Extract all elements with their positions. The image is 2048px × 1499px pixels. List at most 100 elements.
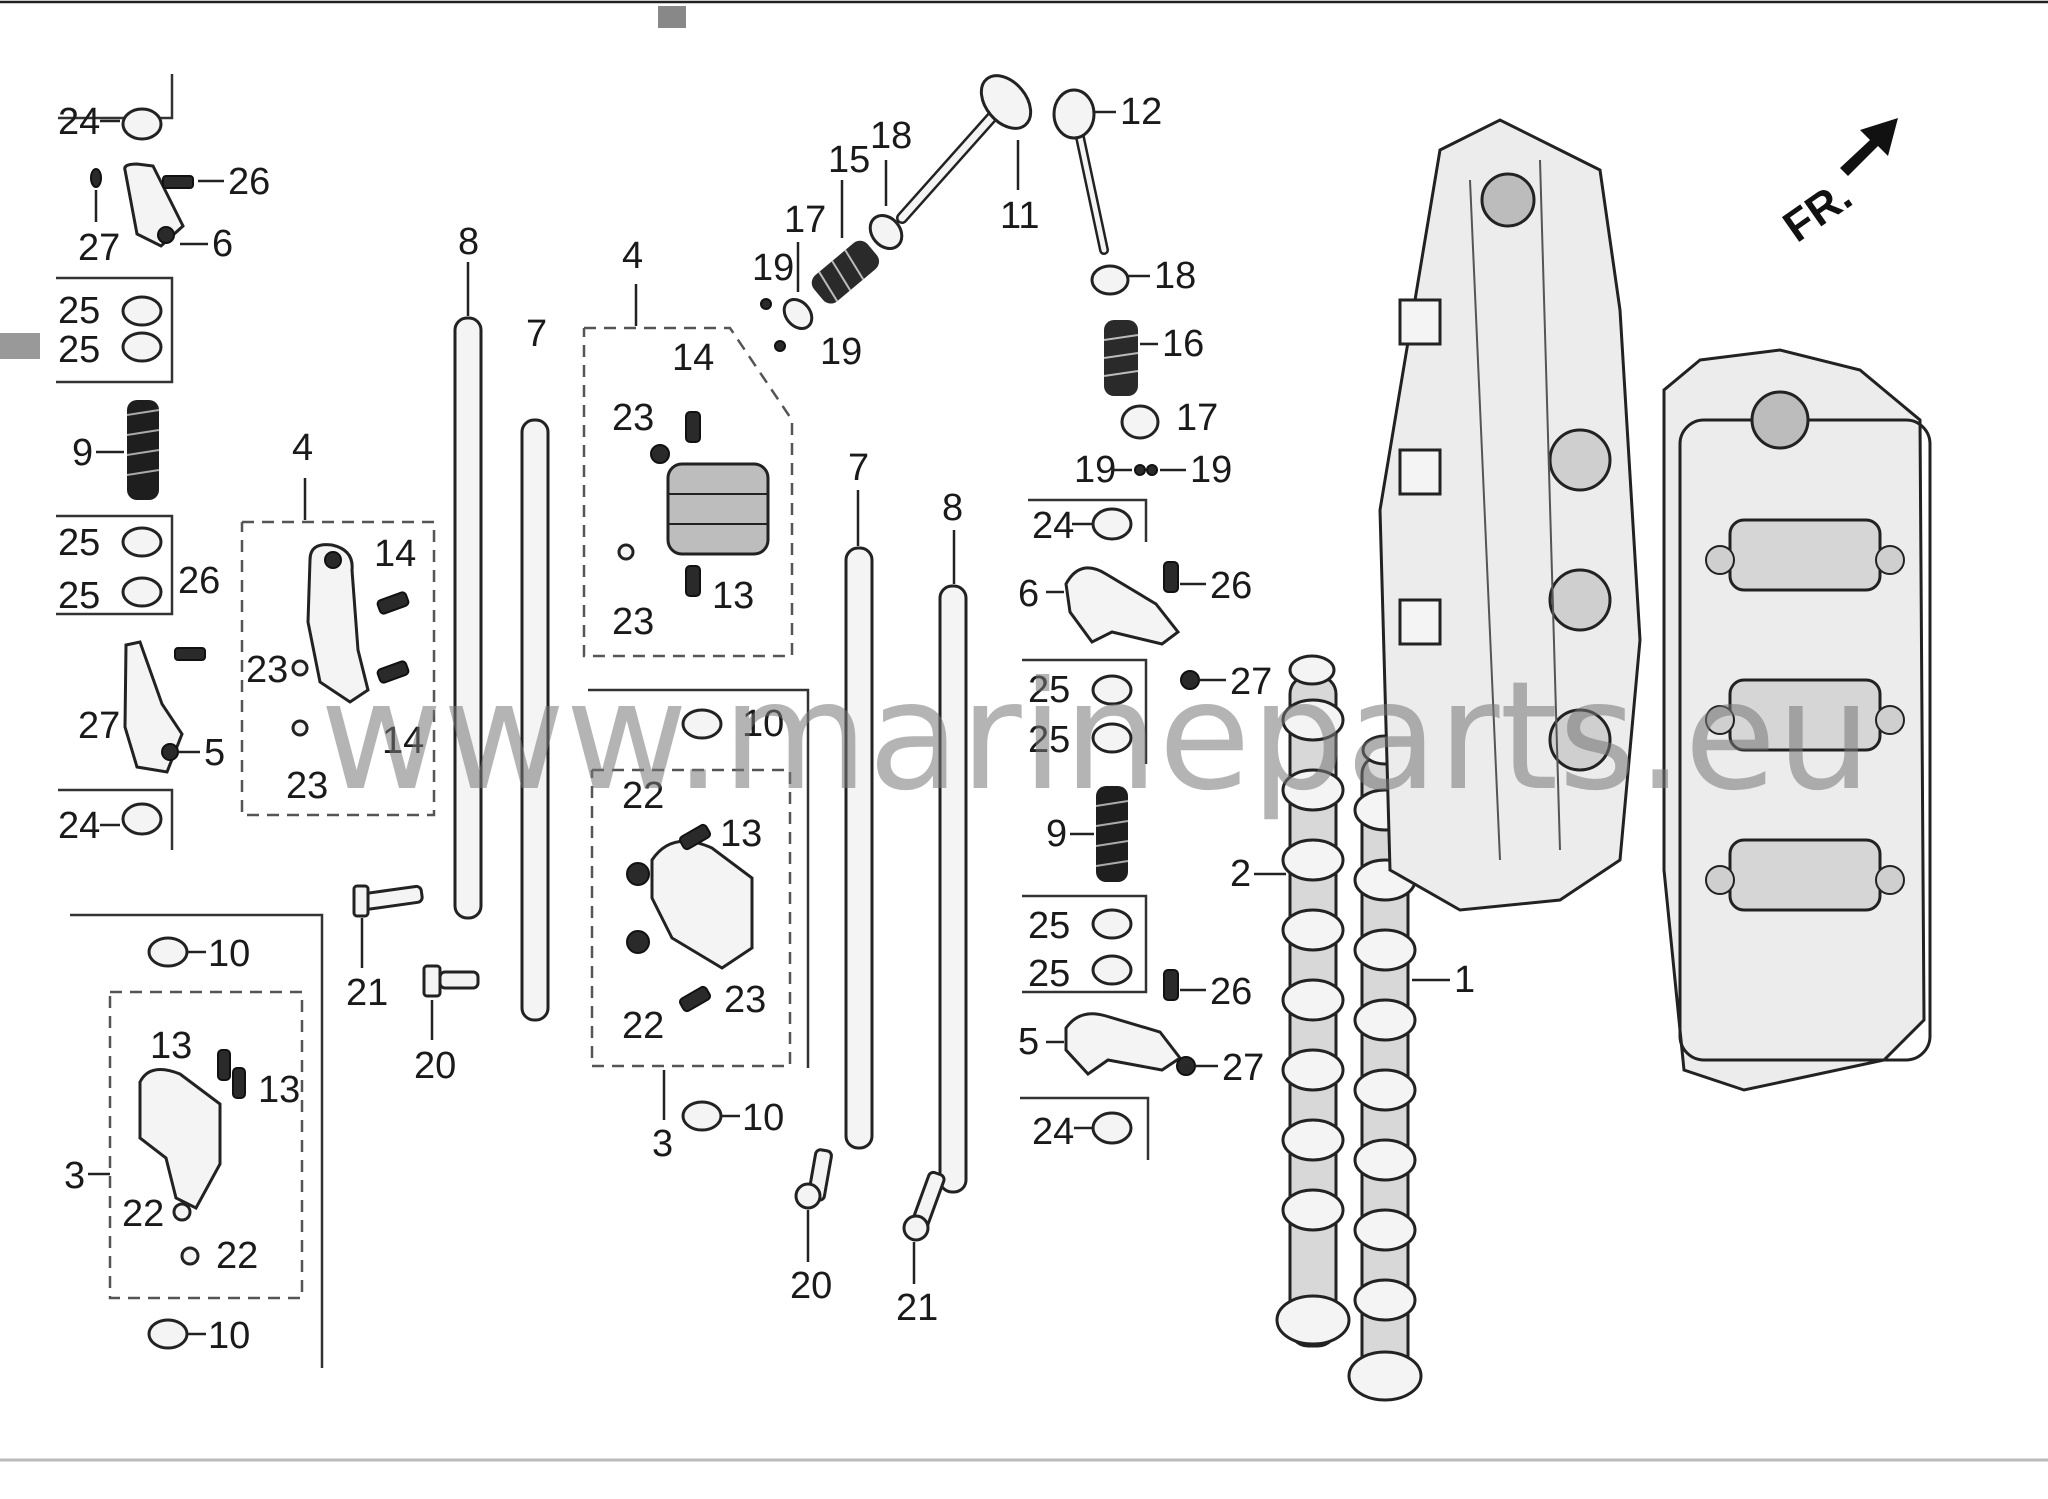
callout-13: 13 [258,1069,300,1111]
callout-19: 19 [1190,449,1232,491]
callout-4: 4 [292,427,313,469]
rocker-shaft-8 [453,316,483,920]
callout-4: 4 [622,235,643,277]
callout-23: 23 [246,649,288,691]
callout-2: 2 [1230,853,1251,895]
callout-5: 5 [1018,1021,1039,1063]
spring-seat-25 [121,295,163,327]
callout-26: 26 [1210,565,1252,607]
rocker-arm-6b [1064,566,1181,646]
rocker-pin-26 [174,647,206,661]
rocker-shaft-7 [520,418,550,1022]
callout-26: 26 [1210,971,1252,1013]
callout-3: 3 [64,1155,85,1197]
rocker-shafts-left: 8 7 21 20 [346,221,550,1087]
callout-5: 5 [204,732,225,774]
front-arrow-icon [1840,118,1898,176]
valve-spring-15 [811,240,880,304]
callout-20: 20 [790,1265,832,1307]
adjust-screw-27 [90,168,102,188]
callout-14: 14 [672,337,714,379]
camshaft-2 [1275,654,1351,1348]
callout-26: 26 [228,161,270,203]
callout-12: 12 [1120,91,1162,133]
callout-14: 14 [374,533,416,575]
callout-18: 18 [870,115,912,157]
rocker-shafts-middle: 7 8 20 21 [790,447,968,1329]
callout-22: 22 [622,1005,664,1047]
spring-seat-25b [121,331,163,363]
intake-valve-train: 11 18 15 17 19 19 [752,74,1039,373]
callout-25: 25 [1028,719,1070,761]
rocker-shaft-8b [938,584,968,1194]
callout-23: 23 [724,979,766,1021]
callout-25: 25 [58,522,100,564]
callout-13: 13 [720,813,762,855]
callout-6: 6 [1018,573,1039,615]
callout-19: 19 [1074,449,1116,491]
valve-spring-9b [1095,786,1129,882]
callout-1: 1 [1454,959,1475,1001]
callout-10: 10 [208,933,250,975]
callout-18: 18 [1154,255,1196,297]
callout-27: 27 [78,705,120,747]
callout-7: 7 [848,447,869,489]
callout-13: 13 [150,1025,192,1067]
callout-10: 10 [742,703,784,745]
front-label: FR. [1775,171,1861,252]
scan-mark [658,6,686,28]
rocker-assembly-4-middle: 4 14 23 23 13 [582,235,794,658]
left-parts-column: 24 26 27 6 25 25 9 25 25 26 [56,74,270,850]
callout-24: 24 [1032,1111,1074,1153]
callout-21: 21 [896,1287,938,1329]
right-parts-column: 24 6 26 27 25 25 9 25 25 26 [1018,498,1272,1160]
rocker-assembly-4-left: 4 14 14 23 23 [240,427,436,817]
callout-26: 26 [178,560,220,602]
cylinder-head-upper [1378,118,1642,912]
callout-24: 24 [58,101,100,143]
callout-27: 27 [1230,661,1272,703]
callout-20: 20 [414,1045,456,1087]
callout-11: 11 [1000,195,1039,237]
callout-8: 8 [942,487,963,529]
valve-11 [979,74,1033,130]
rocker-assembly-3-left: 10 13 13 22 22 3 10 [64,913,324,1368]
callout-25: 25 [1028,669,1070,711]
callout-7: 7 [526,313,547,355]
scan-mark-left [0,333,40,359]
callout-19: 19 [752,247,794,289]
front-direction-indicator: FR. [1775,118,1898,252]
valve-stem-seal-24 [121,107,163,141]
callout-24: 24 [1032,505,1074,547]
rocker-shaft-7b [844,546,874,1150]
callout-23: 23 [612,397,654,439]
callout-10: 10 [742,1097,784,1139]
callout-17: 17 [784,199,826,241]
callout-13: 13 [712,575,754,617]
callout-22: 22 [122,1193,164,1235]
callout-22: 22 [622,775,664,817]
valve-12 [1052,88,1096,140]
rocker-assembly-3-middle: 10 22 13 22 23 3 10 [588,688,810,1165]
callout-9: 9 [72,432,93,474]
valve-spring-16 [1103,320,1139,396]
rocker-arm-5b [1064,1012,1183,1076]
callout-15: 15 [828,139,870,181]
callout-25: 25 [1028,905,1070,947]
callout-9: 9 [1046,813,1067,855]
callout-23: 23 [612,601,654,643]
callout-3: 3 [652,1123,673,1165]
callout-27: 27 [1222,1047,1264,1089]
callout-16: 16 [1162,323,1204,365]
callout-25: 25 [1028,953,1070,995]
callout-10: 10 [208,1315,250,1357]
valve-spring-9 [126,400,160,500]
cylinder-head-lower [1662,348,1932,1092]
callout-21: 21 [346,972,388,1014]
callout-24: 24 [58,805,100,847]
callout-25: 25 [58,575,100,617]
callout-25: 25 [58,290,100,332]
callout-17: 17 [1176,397,1218,439]
callout-6: 6 [212,223,233,265]
